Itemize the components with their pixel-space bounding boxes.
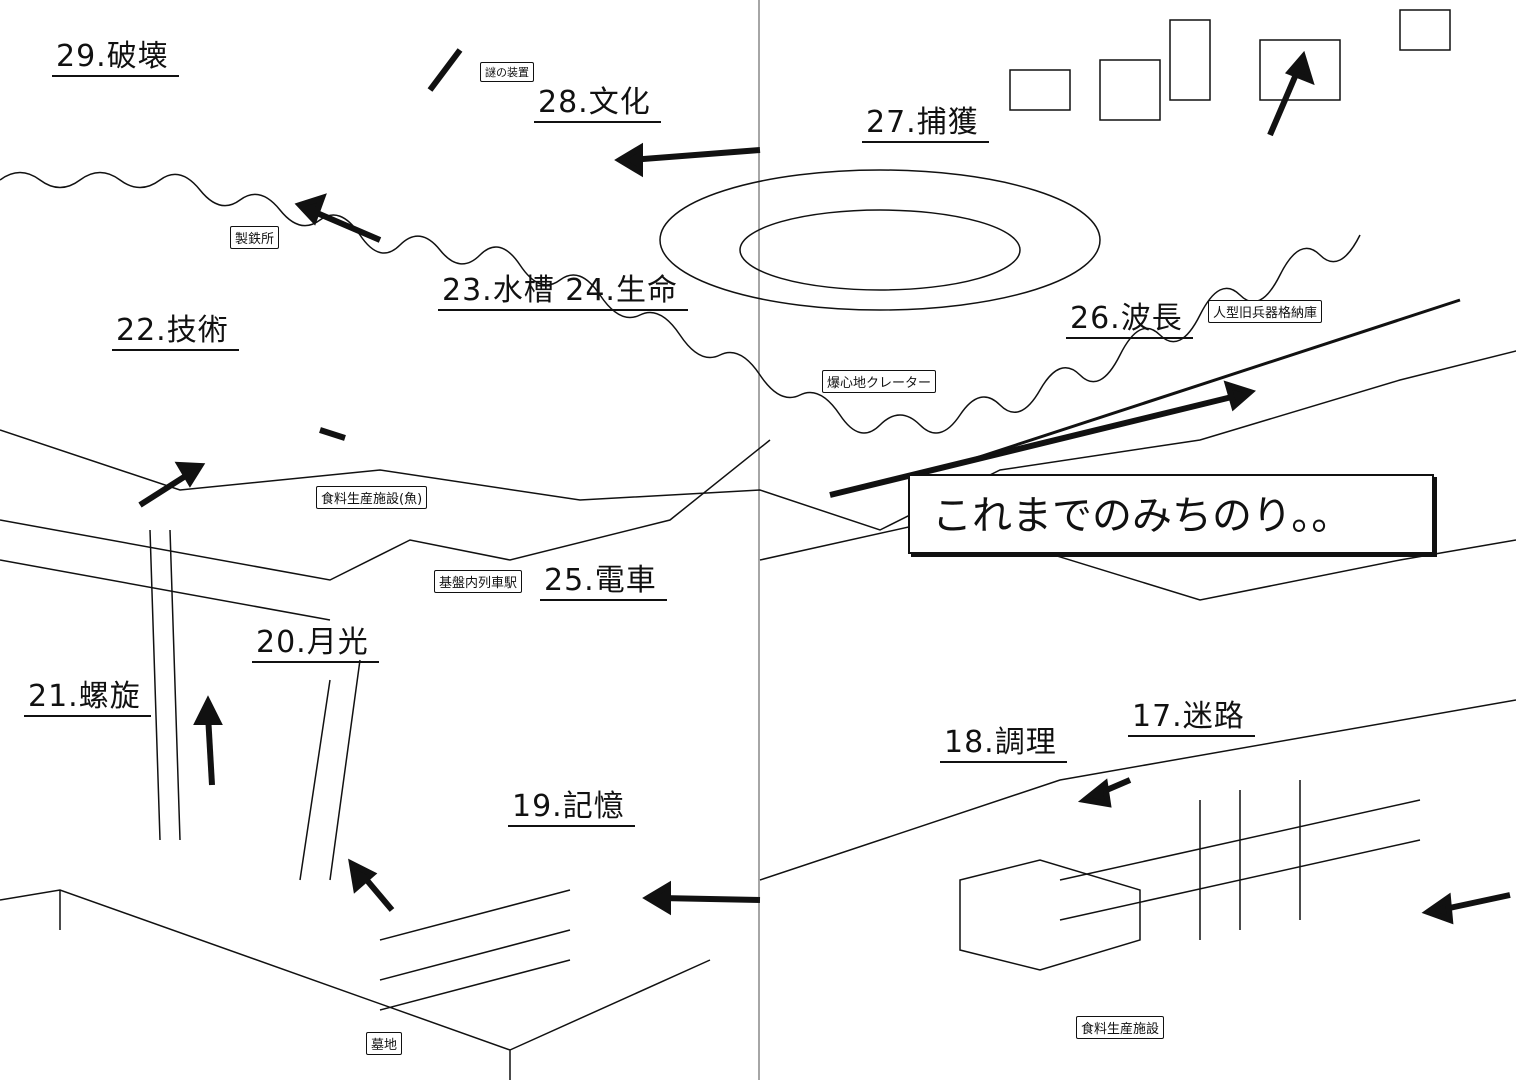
arrow-29-out (427, 48, 463, 92)
pipes-maze (1059, 780, 1421, 940)
location-label-17: 17.迷路 (1128, 700, 1255, 737)
location-label-23-24: 23.水槽 24.生命 (438, 274, 688, 311)
arrow-18-to-19 (659, 895, 761, 903)
bridge-line (969, 298, 1461, 462)
location-label-28: 28.文化 (534, 86, 661, 123)
location-label-25: 25.電車 (540, 564, 667, 601)
location-label-27: 27.捕獲 (862, 106, 989, 143)
location-label-19: 19.記憶 (508, 790, 635, 827)
route-arrows (138, 48, 1511, 925)
wavy-boundary-top (0, 171, 1361, 434)
wavy-boundary-mid (0, 350, 1516, 531)
facility-label-crater: 爆心地クレーター (822, 370, 937, 393)
facility-label-mystery-device: 謎の装置 (480, 62, 534, 82)
city-blocks (1009, 9, 1451, 121)
building-block-18 (959, 859, 1141, 971)
facility-label-train-station: 基盤内列車駅 (434, 570, 523, 593)
arrow-20-to-21 (205, 714, 215, 786)
arrow-25-to-26 (829, 392, 1241, 498)
deck-platform-right (759, 519, 1516, 881)
deck-platform-lower (0, 889, 711, 1080)
location-label-18: 18.調理 (940, 726, 1067, 763)
facility-label-fish-farm: 食料生産施設(魚) (316, 486, 428, 509)
arrow-22-to-23 (319, 427, 346, 441)
moonlight-tower (299, 659, 361, 881)
location-label-22: 22.技術 (112, 314, 239, 351)
location-label-20: 20.月光 (252, 626, 379, 663)
facility-label-food-plant: 食料生産施設 (1076, 1016, 1165, 1039)
spiral-tower (149, 529, 181, 841)
page-title: これまでのみちのり。。 (908, 474, 1434, 554)
facility-label-graveyard: 墓地 (366, 1032, 403, 1055)
graveyard-rows (379, 889, 571, 1011)
location-label-26: 26.波長 (1066, 302, 1193, 339)
arrow-27-to-28 (629, 147, 761, 163)
location-label-29: 29.破壊 (52, 40, 179, 77)
crater-rings (659, 169, 1101, 311)
location-label-21: 21.螺旋 (24, 680, 151, 717)
arrow-to-29 (308, 207, 382, 243)
deck-platform-22 (0, 439, 771, 621)
facility-label-weapon-hangar: 人型旧兵器格納庫 (1208, 300, 1323, 323)
facility-label-steelworks: 製鉄所 (230, 226, 280, 249)
